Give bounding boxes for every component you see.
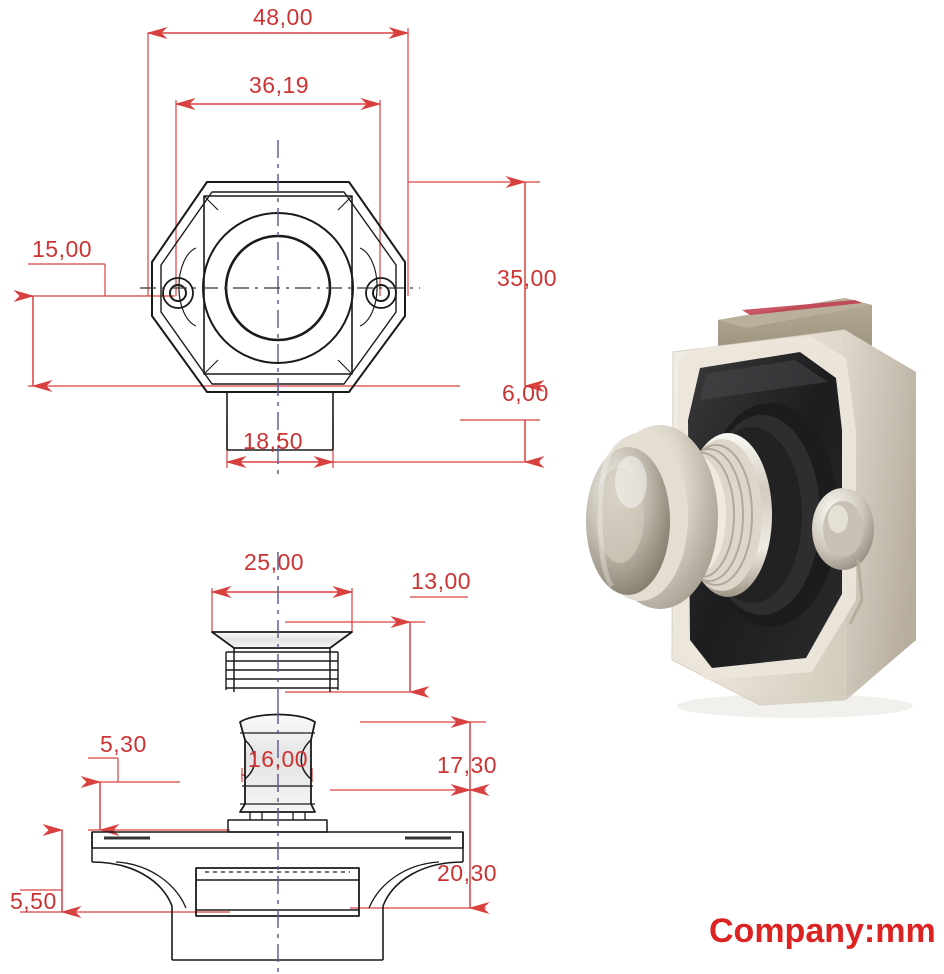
dim-label-height-base: 20,30 [437, 860, 498, 886]
dim-label-width-mounting-holes: 36,19 [249, 72, 310, 98]
dim-label-height-body: 35,00 [497, 265, 558, 291]
dim-label-offset-bottom-left: 5,50 [10, 888, 57, 914]
dim-label-height-insert: 13,00 [411, 568, 472, 594]
dim-label-height-flange: 6,00 [502, 380, 549, 406]
dimension-lines [13, 27, 545, 918]
dim-label-width-overall: 48,00 [253, 4, 314, 30]
threaded-insert-view [211, 631, 353, 692]
dim-label-width-insert: 25,00 [244, 549, 305, 575]
dim-label-height-left: 15,00 [32, 236, 93, 262]
dim-label-offset-top-left: 5,30 [100, 731, 147, 757]
dim-label-width-knob: 16,00 [248, 746, 309, 772]
dim-label-height-knob-to-base: 17,30 [437, 752, 498, 778]
company-units-label: Company:mm [709, 912, 936, 950]
dim-label-width-neck: 18,50 [243, 428, 304, 454]
